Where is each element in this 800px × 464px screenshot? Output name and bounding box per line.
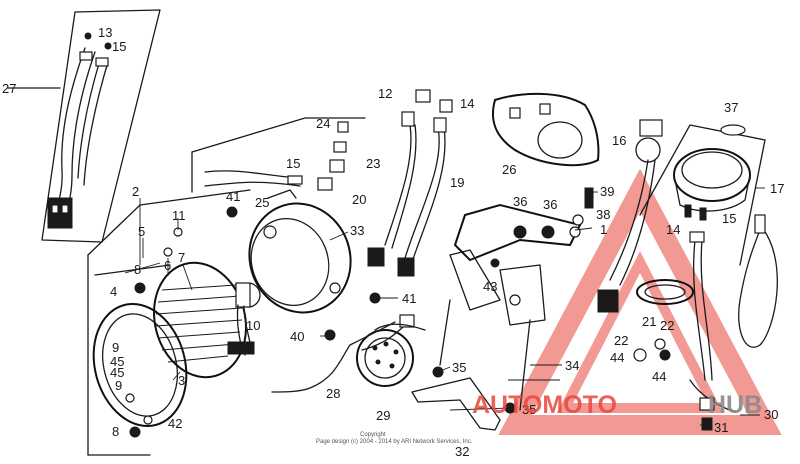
callout-34: 34 — [565, 358, 579, 373]
meter-bracket — [439, 203, 582, 411]
callout-14a: 14 — [460, 96, 474, 111]
speedometer-panel — [639, 124, 778, 381]
callout-30: 30 — [764, 407, 778, 422]
callout-40: 40 — [290, 329, 304, 344]
callout-4: 4 — [110, 284, 117, 299]
copyright-line2: Page design (c) 2004 - 2014 by ARI Netwo… — [316, 439, 473, 445]
callout-19: 19 — [450, 175, 464, 190]
lower-bracket — [411, 366, 516, 431]
callout-10: 10 — [246, 318, 260, 333]
callout-44b: 44 — [652, 369, 666, 384]
callout-6: 6 — [164, 258, 171, 273]
callout-9b: 9 — [115, 378, 122, 393]
callout-5: 5 — [138, 224, 145, 239]
callout-32: 32 — [455, 444, 469, 459]
callout-29: 29 — [376, 408, 390, 423]
callout-15a: 15 — [112, 39, 126, 54]
callout-16: 16 — [612, 133, 626, 148]
copyright-line1: Copyright — [360, 432, 386, 438]
watermark-text: AUTOMOTO HUB — [472, 391, 762, 419]
callout-43: 43 — [483, 279, 497, 294]
speedo-cable — [689, 379, 736, 431]
callout-36b: 36 — [543, 197, 557, 212]
callout-11: 11 — [172, 208, 186, 223]
callout-31: 31 — [714, 420, 728, 435]
callout-22a: 22 — [614, 333, 628, 348]
cables — [367, 89, 453, 277]
callout-13: 13 — [98, 25, 112, 40]
callout-24: 24 — [316, 116, 330, 131]
watermark-text-red: AUTOMOTO — [472, 391, 617, 419]
harness-panel — [7, 9, 161, 243]
callout-38: 38 — [596, 207, 610, 222]
watermark-logo — [498, 168, 782, 435]
callout-15b: 15 — [286, 156, 300, 171]
indicator-lamp — [572, 119, 694, 362]
callout-21: 21 — [642, 314, 656, 329]
callout-3: 3 — [178, 373, 185, 388]
callout-7: 7 — [178, 250, 185, 265]
callout-42: 42 — [168, 416, 182, 431]
callout-41b: 41 — [402, 291, 416, 306]
copyright: Copyright Page design (c) 2004 - 2014 by… — [316, 432, 473, 445]
horn — [271, 314, 426, 393]
callout-27: 27 — [2, 81, 16, 96]
callout-2: 2 — [132, 184, 139, 199]
headlight-panel — [87, 189, 261, 456]
callout-37: 37 — [724, 100, 738, 115]
callout-36a: 36 — [513, 194, 527, 209]
callout-23: 23 — [366, 156, 380, 171]
callout-17: 17 — [770, 181, 784, 196]
callout-25: 25 — [255, 195, 269, 210]
callout-39: 39 — [600, 184, 614, 199]
callout-8a: 8 — [134, 262, 141, 277]
callout-35b: 35 — [522, 402, 536, 417]
callout-12: 12 — [378, 86, 392, 101]
callout-28: 28 — [326, 386, 340, 401]
callout-33: 33 — [350, 223, 364, 238]
wire-panel — [191, 117, 366, 218]
callout-9a: 9 — [112, 340, 119, 355]
callout-35a: 35 — [452, 360, 466, 375]
callout-45b: 45 — [110, 365, 124, 380]
watermark-text-grey: HUB — [708, 391, 762, 419]
callout-45a: 45 — [110, 354, 124, 369]
callout-8b: 8 — [112, 424, 119, 439]
callout-41a: 41 — [226, 189, 240, 204]
headlight-case — [248, 202, 381, 314]
callout-15c: 15 — [722, 211, 736, 226]
callout-44a: 44 — [610, 350, 624, 365]
leader-lines — [139, 187, 765, 426]
callout-1: 1 — [600, 222, 607, 237]
callout-26: 26 — [502, 162, 516, 177]
callout-labels: 1 2 3 4 5 6 7 8 8 9 9 10 11 12 13 14 14 … — [2, 25, 784, 459]
callout-20: 20 — [352, 192, 366, 207]
callout-14b: 14 — [666, 222, 680, 237]
callout-22b: 22 — [660, 318, 674, 333]
meter-visor — [492, 92, 600, 167]
